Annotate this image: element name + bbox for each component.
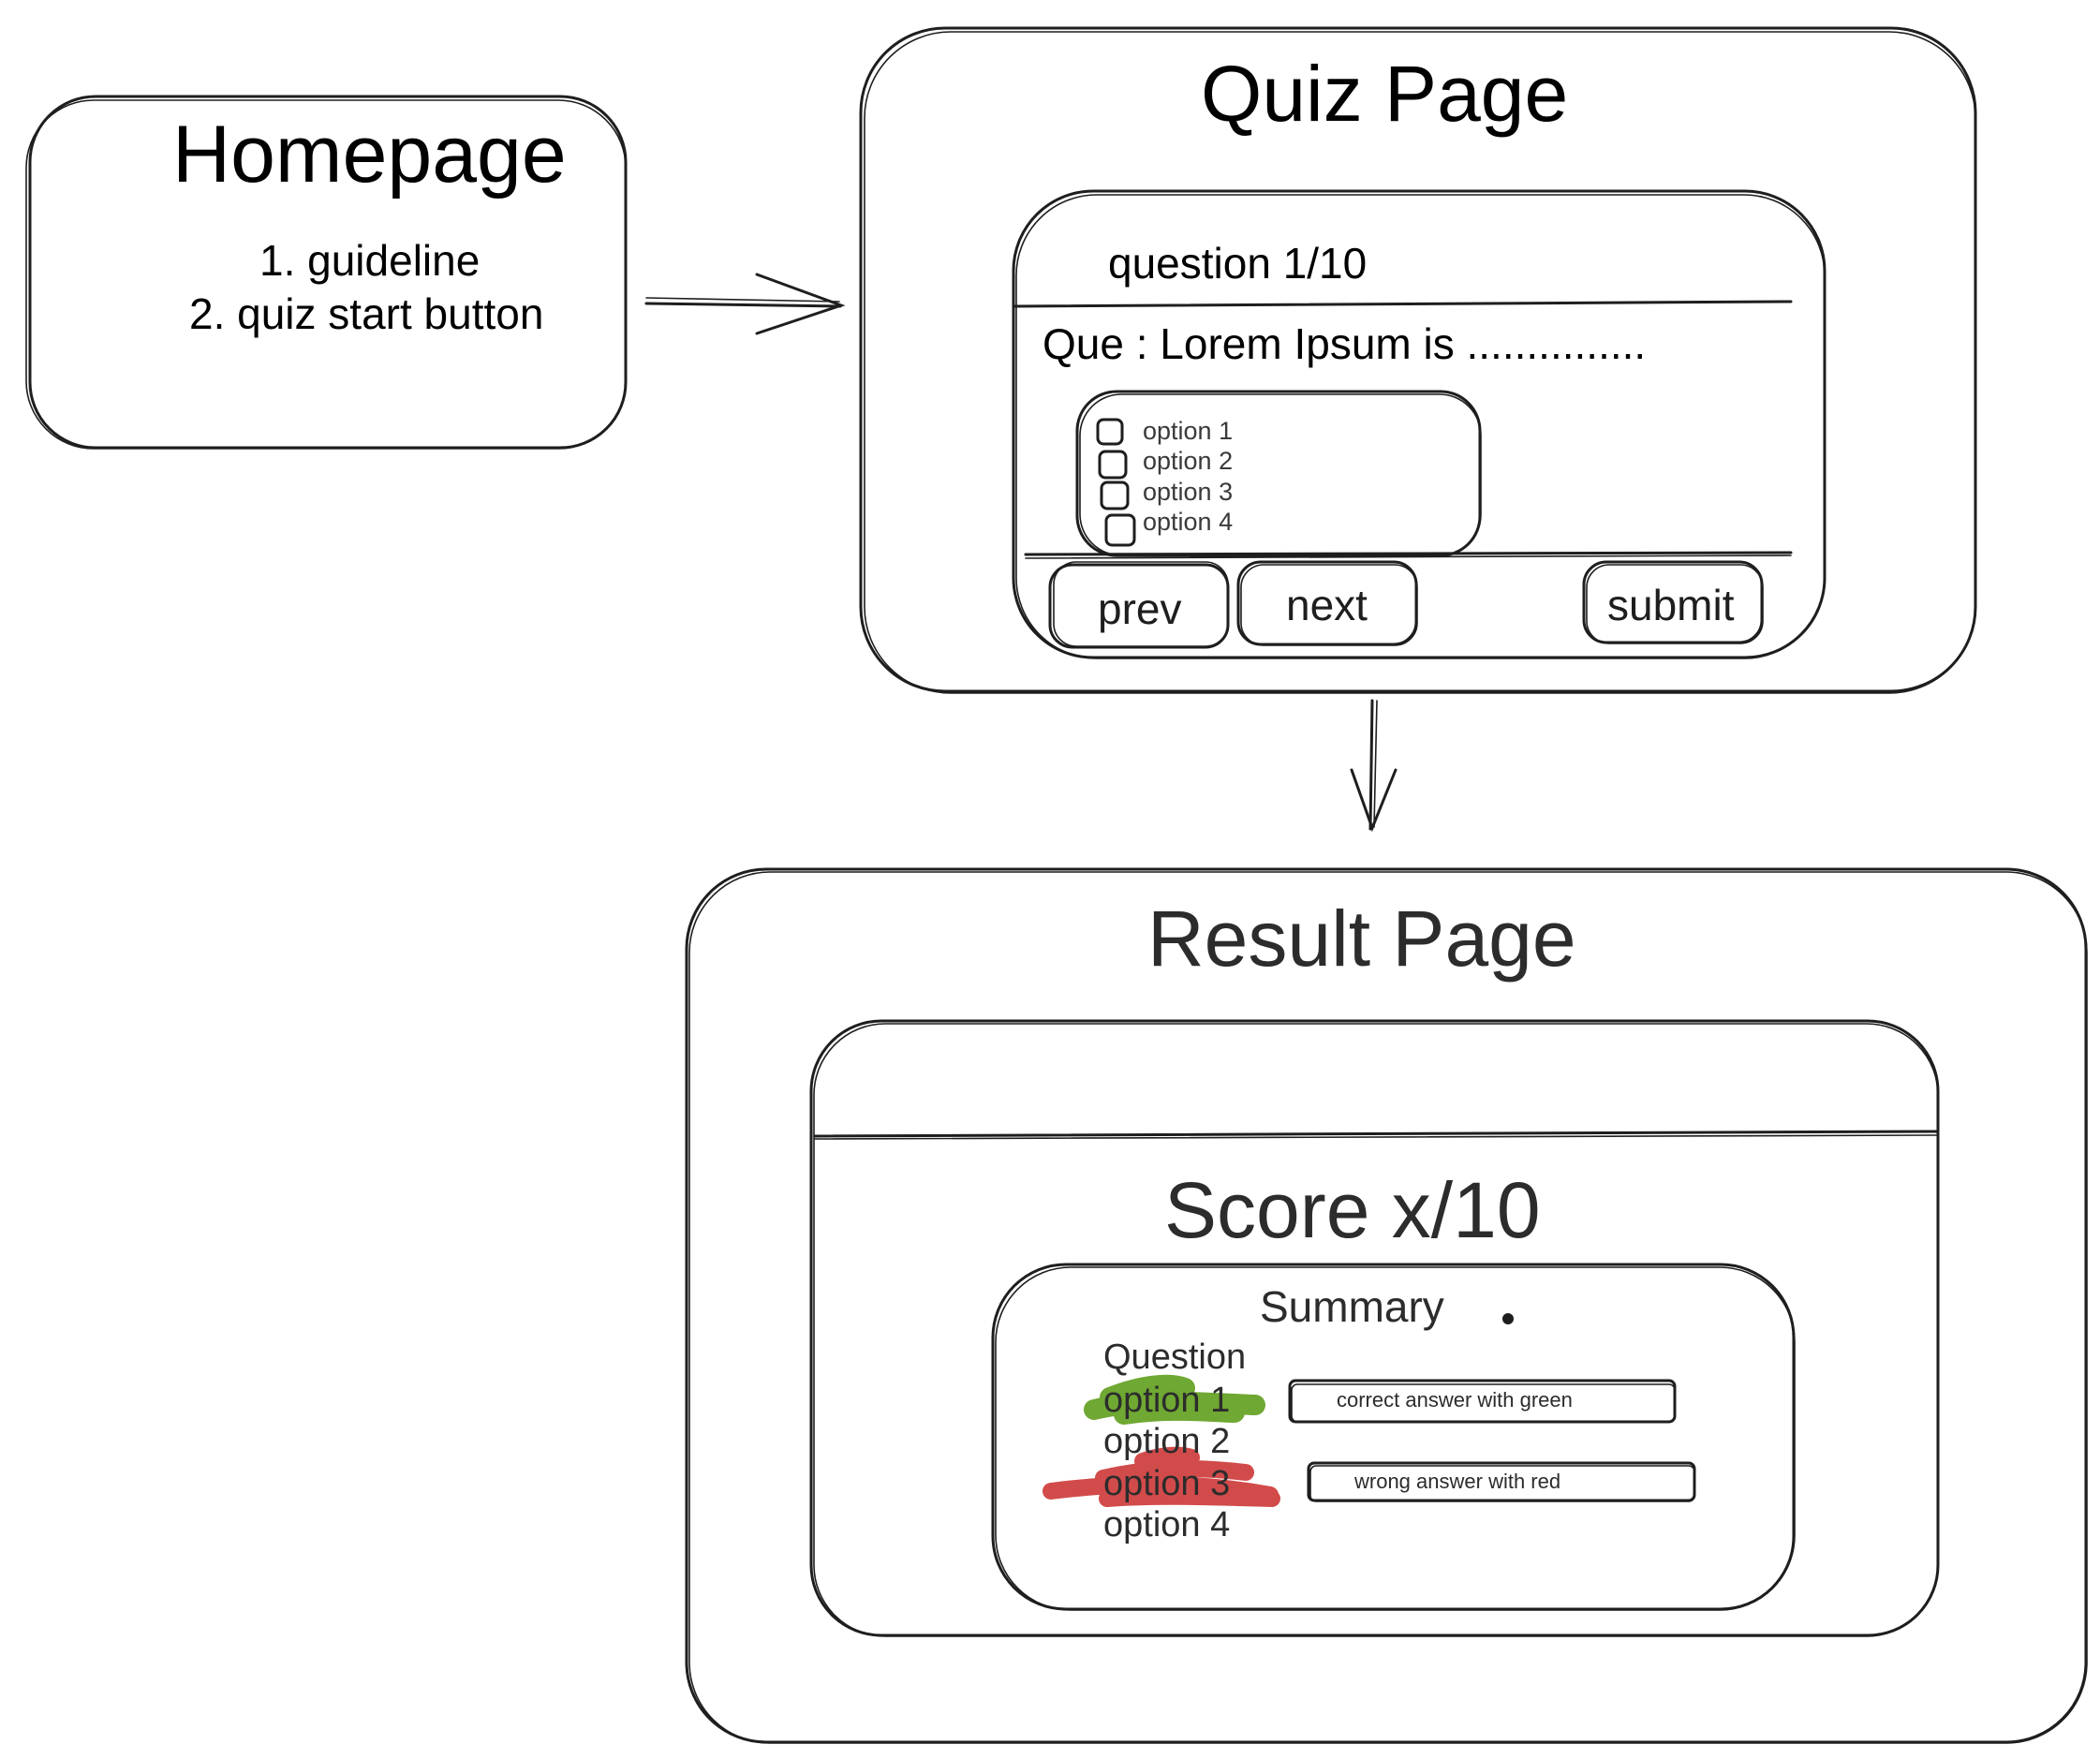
- option-4-label: option 4: [1143, 508, 1234, 536]
- option-3-label: option 3: [1143, 478, 1234, 506]
- summary-option-1: option 1: [1103, 1381, 1231, 1420]
- option-1-label: option 1: [1143, 417, 1234, 445]
- wrong-note: wrong answer with red: [1354, 1470, 1561, 1493]
- submit-button-shape[interactable]: [1582, 560, 1764, 644]
- score-text: Score x/10: [1164, 1166, 1541, 1254]
- result-page-box: [685, 867, 2088, 1744]
- result-card: [809, 1019, 1940, 1637]
- arrow-home-to-quiz: [644, 273, 846, 335]
- submit-button[interactable]: submit: [1607, 581, 1735, 629]
- correct-note: correct answer with green: [1337, 1388, 1573, 1412]
- option-4-checkbox[interactable]: [1104, 513, 1136, 547]
- arrow-quiz-to-result: [1350, 699, 1398, 833]
- summary-dot: [1502, 1313, 1514, 1324]
- prev-button-shape[interactable]: [1048, 561, 1230, 649]
- next-button-shape[interactable]: [1236, 560, 1418, 646]
- homepage-box: [25, 95, 628, 450]
- option-2-label: option 2: [1143, 447, 1234, 475]
- quiz-page-title: Quiz Page: [1201, 50, 1569, 138]
- next-button[interactable]: next: [1286, 581, 1368, 629]
- prev-button[interactable]: prev: [1098, 584, 1182, 633]
- summary-option-2: option 2: [1103, 1422, 1231, 1461]
- correct-note-box: [1288, 1379, 1677, 1424]
- homepage-item-guideline: 1. guideline: [259, 236, 481, 285]
- option-3-checkbox[interactable]: [1100, 480, 1130, 510]
- correct-highlight: [1084, 1374, 1265, 1425]
- quiz-page-box: [859, 26, 1977, 694]
- question-text: Que : Lorem Ipsum is ...............: [1043, 319, 1647, 368]
- option-2-checkbox[interactable]: [1098, 450, 1128, 480]
- summary-question-label: Question: [1103, 1338, 1247, 1377]
- summary-box: [991, 1263, 1796, 1611]
- wrong-highlight: [1043, 1446, 1280, 1507]
- summary-option-4: option 4: [1103, 1505, 1231, 1545]
- option-1-checkbox[interactable]: [1096, 418, 1124, 446]
- summary-option-3: option 3: [1103, 1464, 1231, 1503]
- options-box: [1075, 390, 1482, 557]
- question-counter: question 1/10: [1108, 239, 1368, 288]
- summary-title: Summary: [1260, 1282, 1444, 1331]
- result-page-title: Result Page: [1147, 894, 1576, 983]
- wrong-note-box: [1307, 1461, 1696, 1502]
- homepage-item-start-button: 2. quiz start button: [189, 289, 544, 338]
- homepage-title: Homepage: [172, 110, 567, 200]
